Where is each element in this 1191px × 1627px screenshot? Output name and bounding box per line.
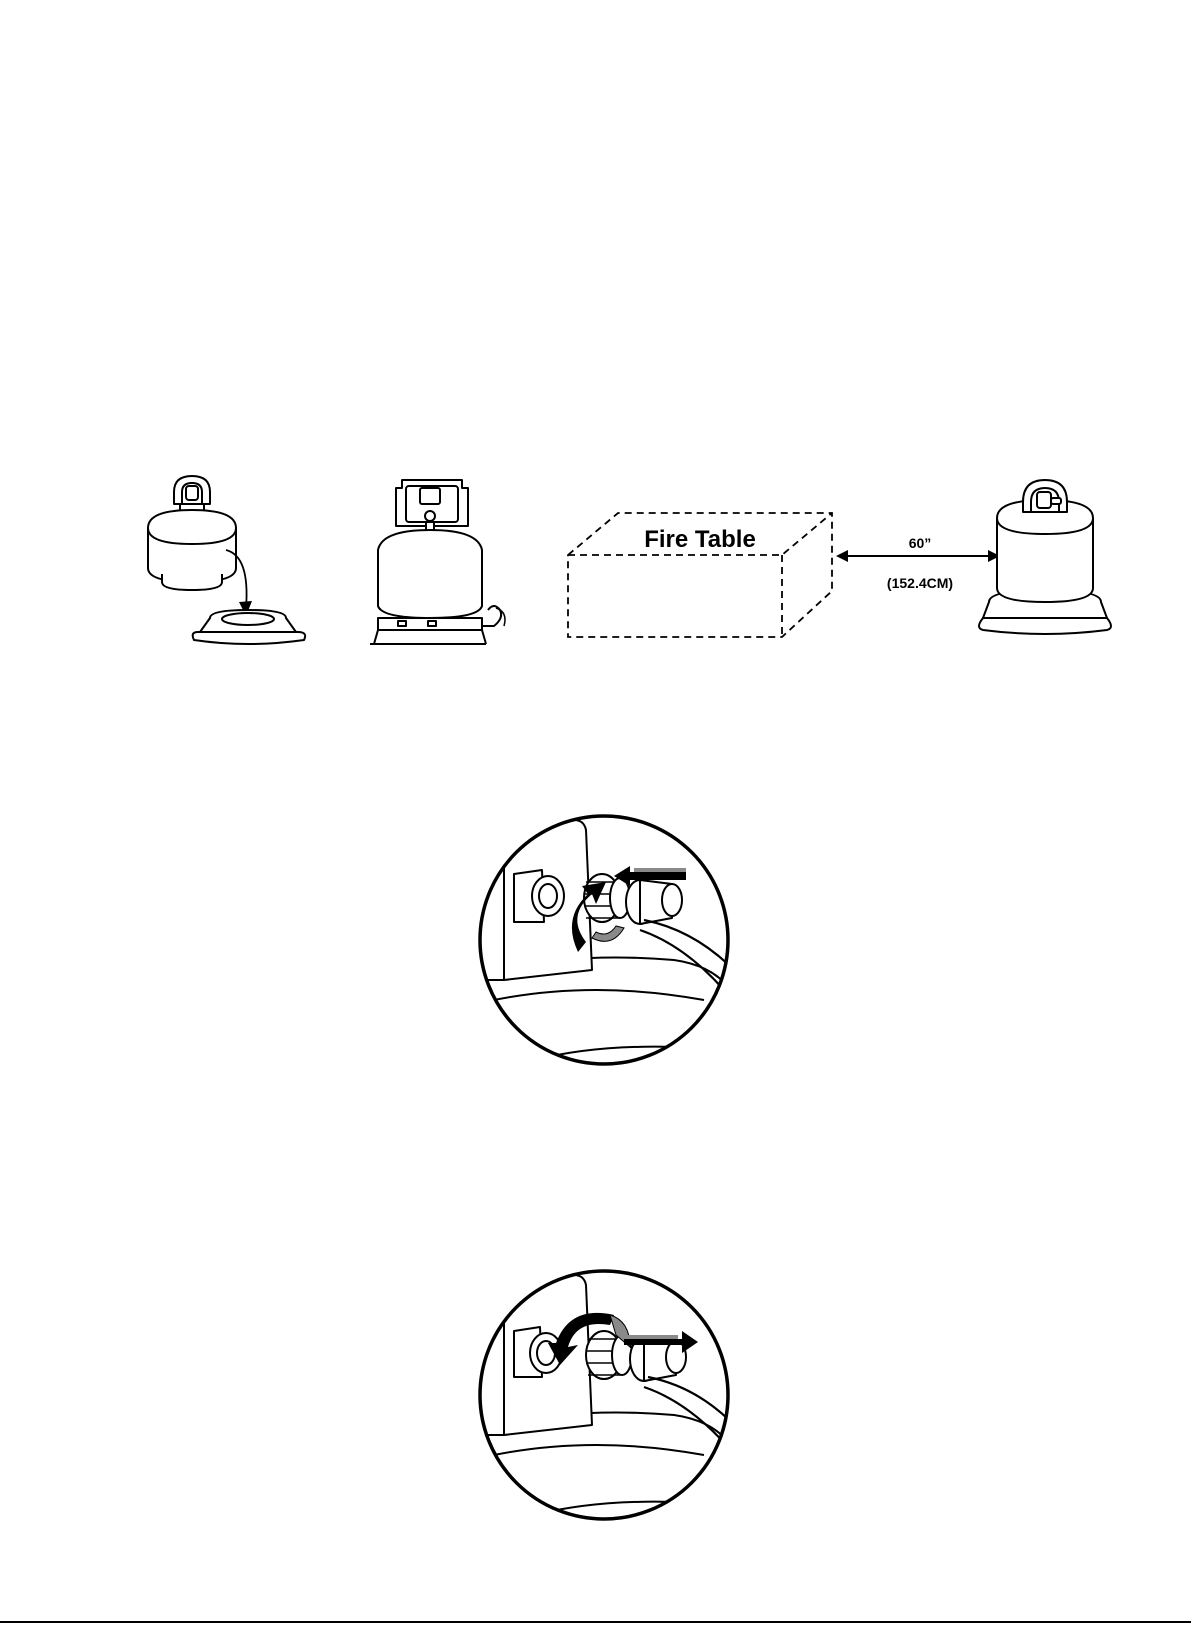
fire-table-label: Fire Table: [644, 526, 756, 553]
large-cylinder-illustration: [368, 478, 528, 650]
tank-on-base-illustration: [975, 478, 1115, 638]
distance-cm-label: (152.4CM): [887, 575, 953, 591]
distance-inches-label: 60”: [909, 535, 932, 551]
disconnect-regulator-closeup: [474, 1265, 734, 1525]
fire-table-diagram: Fire Table: [562, 505, 842, 645]
connect-regulator-closeup: [474, 810, 734, 1070]
tank-into-base-illustration: [138, 470, 318, 650]
bottom-rule: [0, 1621, 1191, 1623]
